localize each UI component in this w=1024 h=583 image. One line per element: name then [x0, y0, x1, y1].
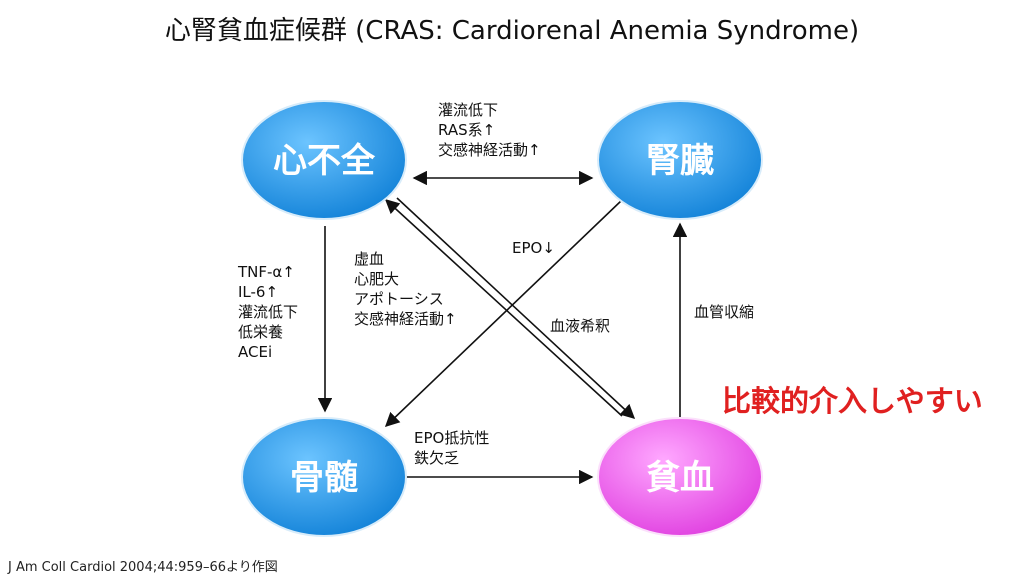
edge-label-line: 交感神経活動↑ — [438, 141, 541, 159]
edge-label-line: 灌流低下 — [438, 101, 499, 119]
emphasis-label: 比較的介入しやすい — [722, 384, 983, 418]
edge-label-marrow-anemia: EPO抵抗性 鉄欠乏 — [414, 428, 489, 468]
edge-label-line: RAS系↑ — [438, 121, 496, 139]
edge-heart-anemia — [396, 197, 636, 419]
edge-kidney-marrow — [384, 199, 623, 427]
edge-anemia-heart — [384, 199, 623, 417]
node-anemia: 貧血 — [597, 417, 763, 537]
edge-label-line: 血液希釈 — [550, 317, 611, 335]
node-bone-marrow-label: 骨髄 — [290, 458, 358, 498]
edge-label-heart-anemia: 血液希釈 — [550, 316, 610, 336]
page-title: 心腎貧血症候群 (CRAS: Cardiorenal Anemia Syndro… — [164, 16, 860, 46]
node-bone-marrow: 骨髄 — [241, 417, 407, 537]
node-kidney-label: 腎臓 — [646, 141, 714, 181]
edge-label-line: 鉄欠乏 — [414, 449, 460, 467]
node-anemia-label: 貧血 — [646, 458, 714, 498]
edge-label-line: TNF-α↑ — [238, 263, 295, 281]
edge-label-line: 交感神経活動↑ — [354, 310, 457, 328]
edge-label-line: 低栄養 — [238, 323, 284, 341]
node-heart-failure-label: 心不全 — [273, 141, 376, 181]
edge-label-line: IL-6↑ — [238, 283, 279, 301]
edge-label-kidney-marrow: EPO↓ — [512, 238, 555, 258]
edge-label-line: EPO抵抗性 — [414, 429, 490, 447]
edge-label-line: 血管収縮 — [694, 303, 755, 321]
edge-label-line: EPO↓ — [512, 239, 555, 257]
edge-label-anemia-kidney: 血管収縮 — [694, 302, 754, 322]
edge-label-line: 虚血 — [354, 250, 385, 268]
edge-label-heart-kidney: 灌流低下 RAS系↑ 交感神経活動↑ — [438, 100, 541, 160]
node-heart-failure: 心不全 — [241, 100, 407, 220]
edge-label-line: 灌流低下 — [238, 303, 299, 321]
edge-label-anemia-heart: 虚血 心肥大 アポトーシス 交感神経活動↑ — [354, 249, 457, 329]
node-kidney: 腎臓 — [597, 100, 763, 220]
edge-label-heart-marrow: TNF-α↑ IL-6↑ 灌流低下 低栄養 ACEi — [238, 262, 298, 362]
edge-label-line: 心肥大 — [354, 270, 400, 288]
edge-label-line: ACEi — [238, 343, 273, 361]
citation: J Am Coll Cardiol 2004;44:959–66より作図 — [8, 560, 278, 575]
edge-label-line: アポトーシス — [354, 290, 444, 308]
